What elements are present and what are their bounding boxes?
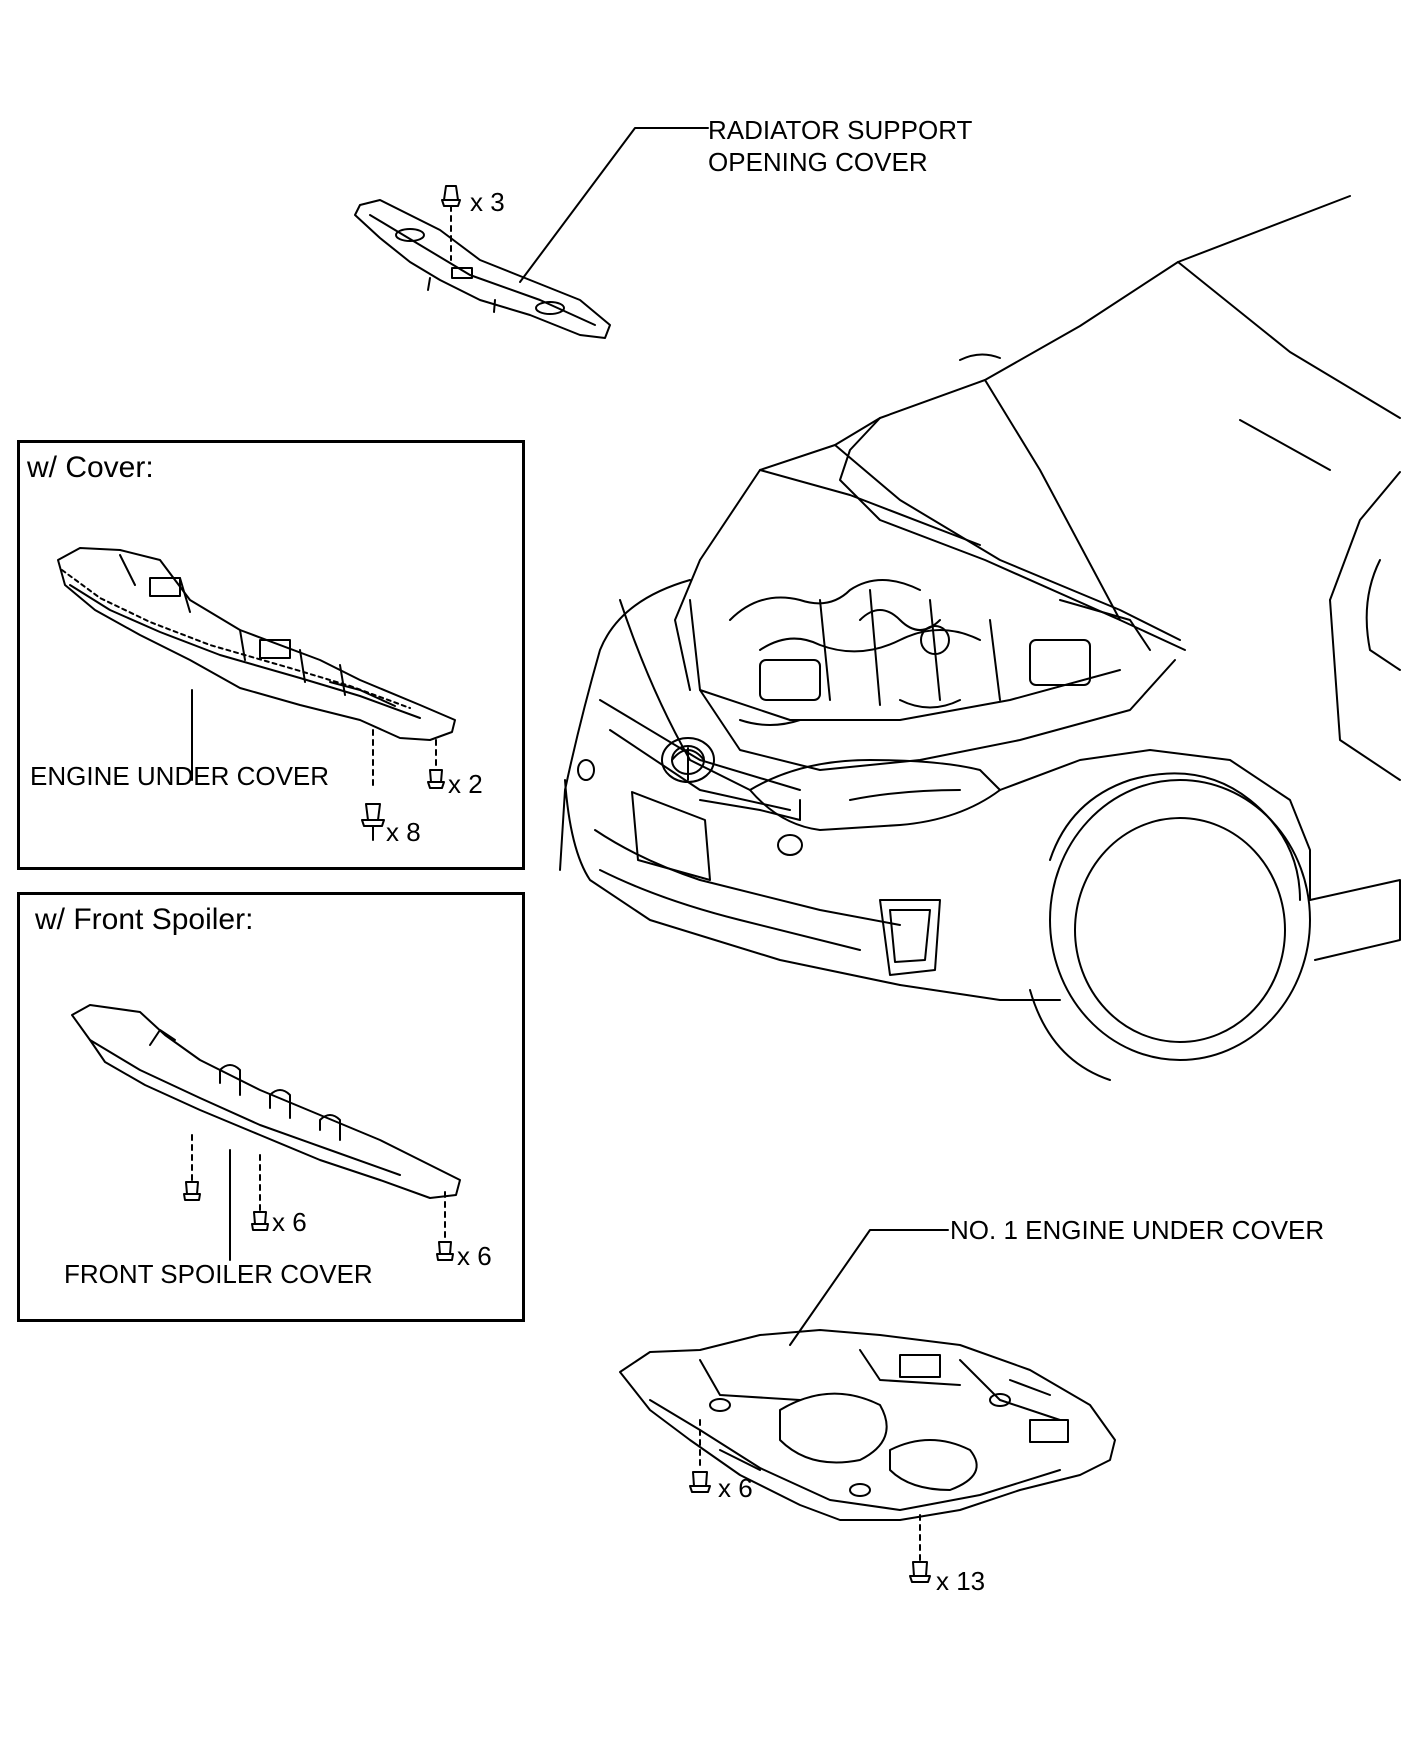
- no1-bolts-bottom-qty: x 13: [936, 1566, 986, 1596]
- radiator-clips-qty: x 3: [470, 187, 505, 217]
- engine-under-cover-drawing: [57, 547, 456, 841]
- front-spoiler-cover-label: FRONT SPOILER COVER: [64, 1259, 373, 1289]
- with-cover-title: w/ Cover:: [27, 451, 154, 484]
- with-cover-panel: w/ Cover:: [17, 440, 525, 870]
- no1-engine-under-cover-drawing: [619, 1229, 1116, 1583]
- with-front-spoiler-panel: w/ Front Spoiler:: [17, 892, 525, 1322]
- with-front-spoiler-title: w/ Front Spoiler:: [35, 903, 254, 936]
- radiator-support-label-line1: RADIATOR SUPPORT: [708, 115, 973, 145]
- no1-bolts-left-qty: x 6: [718, 1473, 753, 1503]
- no1-engine-under-cover-label: NO. 1 ENGINE UNDER COVER: [950, 1215, 1325, 1245]
- spoiler-screws-right-qty: x 6: [457, 1241, 492, 1271]
- radiator-support-label-line2: OPENING COVER: [708, 147, 928, 177]
- spoiler-screws-mid-qty: x 6: [272, 1207, 307, 1237]
- cover-clips-qty: x 2: [448, 769, 483, 799]
- engine-under-cover-label: ENGINE UNDER COVER: [30, 761, 330, 791]
- vehicle-drawing: [559, 195, 1401, 1081]
- cover-bolts-qty: x 8: [386, 817, 421, 847]
- radiator-support-opening-cover-drawing: [354, 127, 709, 339]
- front-spoiler-cover-drawing: [71, 1004, 461, 1261]
